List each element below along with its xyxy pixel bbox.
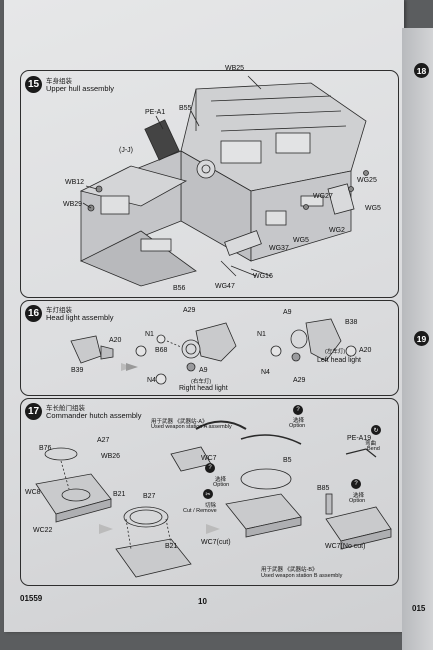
page-number: 10 [198, 597, 207, 606]
step-15-panel: 15 车身组装 Upper hull assembly [20, 65, 399, 298]
part-a29-l: A29 [293, 377, 306, 384]
cut-icon: ✂ [203, 489, 213, 499]
option-icon-2: ? [293, 405, 303, 415]
part-n1-r: N1 [145, 331, 154, 338]
part-a9-r: A9 [199, 367, 208, 374]
part-a20-l: A20 [359, 347, 372, 354]
part-wb29: WB29 [63, 201, 83, 208]
option-2-en: Option [289, 423, 306, 429]
part-b21-a: B21 [113, 491, 126, 498]
part-b56: B56 [173, 285, 186, 292]
part-n4-l: N4 [261, 369, 270, 376]
next-step-19-tab: 19 [414, 331, 429, 346]
part-pe-a19: PE-A19 [347, 435, 372, 442]
part-b55: B55 [179, 105, 192, 112]
part-a27: A27 [97, 437, 110, 444]
step-16-panel: 16 车灯组装 Head light assembly [20, 300, 399, 396]
option-1-cn: 选择 [215, 477, 227, 483]
part-b68: B68 [155, 347, 168, 354]
step-15-number: 15 [25, 76, 42, 93]
part-wc7-nocut: WC7(No cut) [325, 543, 366, 550]
commander-hutch-drawing [35, 420, 392, 578]
option-icon-1: ? [205, 463, 215, 473]
part-wg37: WG37 [269, 245, 289, 252]
part-wb25: WB25 [225, 65, 245, 72]
option-1-en: Option [213, 482, 230, 488]
step-17-number: 17 [25, 403, 42, 420]
part-wb12: WB12 [65, 179, 85, 186]
part-wc8: WC8 [25, 489, 41, 496]
right-light-en: Right head light [179, 385, 228, 392]
station-b-cn: 用于武器 《武器站-B》 [261, 567, 318, 573]
cut-en: Cut / Remove [183, 508, 217, 514]
step-16-number: 16 [25, 305, 42, 322]
part-wc22: WC22 [33, 527, 53, 534]
option-icon-3: ? [351, 479, 361, 489]
upper-hull-drawing [79, 75, 369, 287]
part-n1-l: N1 [257, 331, 266, 338]
part-wb26: WB26 [101, 453, 121, 460]
station-b-en: Used weapon station B assembly [261, 573, 343, 579]
next-step-18-tab: 18 [414, 63, 429, 78]
option-3-cn: 选择 [353, 493, 365, 499]
part-b76: B76 [39, 445, 52, 452]
step-15-title-en: Upper hull assembly [46, 84, 114, 93]
step-17-title-en: Commander hutch assembly [46, 411, 142, 420]
part-b21-b: B21 [165, 543, 178, 550]
next-page-edge: 18 19 015 [402, 28, 433, 650]
part-a29-r: A29 [183, 307, 196, 314]
part-wg16: WG16 [253, 273, 273, 280]
part-b38: B38 [345, 319, 358, 326]
bend-cn: 弯曲 [365, 441, 377, 447]
part-wc7-cut: WC7(cut) [201, 539, 231, 546]
option-2-cn: 选择 [293, 418, 305, 424]
part-wc7: WC7 [201, 455, 217, 462]
part-b39: B39 [71, 367, 84, 374]
part-jj: (J-J) [119, 147, 133, 154]
part-a20-r: A20 [109, 337, 122, 344]
next-page-code: 015 [412, 604, 426, 613]
step-16-title-cn: 车灯组装 [46, 307, 72, 314]
station-a-en: Used weapon station A assembly [151, 424, 232, 430]
part-pe-a1: PE-A1 [145, 109, 166, 116]
part-wg5-b: WG5 [293, 237, 309, 244]
part-wg25: WG25 [357, 177, 377, 184]
step-15-title-cn: 车身组装 [46, 78, 72, 85]
station-a-cn: 用于武器 《武器站-A》 [151, 419, 208, 425]
bend-en: Bend [367, 446, 380, 452]
step-17-title-cn: 车长舱门组装 [46, 405, 85, 412]
cut-cn: 切除 [205, 503, 217, 509]
bend-icon: ↻ [371, 425, 381, 435]
product-code: 01559 [20, 594, 43, 603]
part-b85: B85 [317, 485, 330, 492]
part-wg2: WG2 [329, 227, 345, 234]
instruction-page: 15 车身组装 Upper hull assembly [4, 0, 404, 632]
part-wg27: WG27 [313, 193, 333, 200]
part-b27: B27 [143, 493, 156, 500]
part-a9-l: A9 [283, 309, 292, 316]
part-wg5-a: WG5 [365, 205, 381, 212]
part-wg47: WG47 [215, 283, 235, 290]
part-b5: B5 [283, 457, 292, 464]
left-light-en: Left head light [317, 357, 361, 364]
part-n4-r: N4 [147, 377, 156, 384]
step-16-title-en: Head light assembly [46, 313, 114, 322]
right-light-cn: (右车灯) [191, 379, 212, 385]
left-light-cn: (左车灯) [325, 349, 346, 355]
head-light-drawing [70, 318, 357, 385]
option-3-en: Option [349, 498, 366, 504]
step-17-panel: 17 车长舱门组装 Commander hutch assembly [20, 398, 399, 586]
